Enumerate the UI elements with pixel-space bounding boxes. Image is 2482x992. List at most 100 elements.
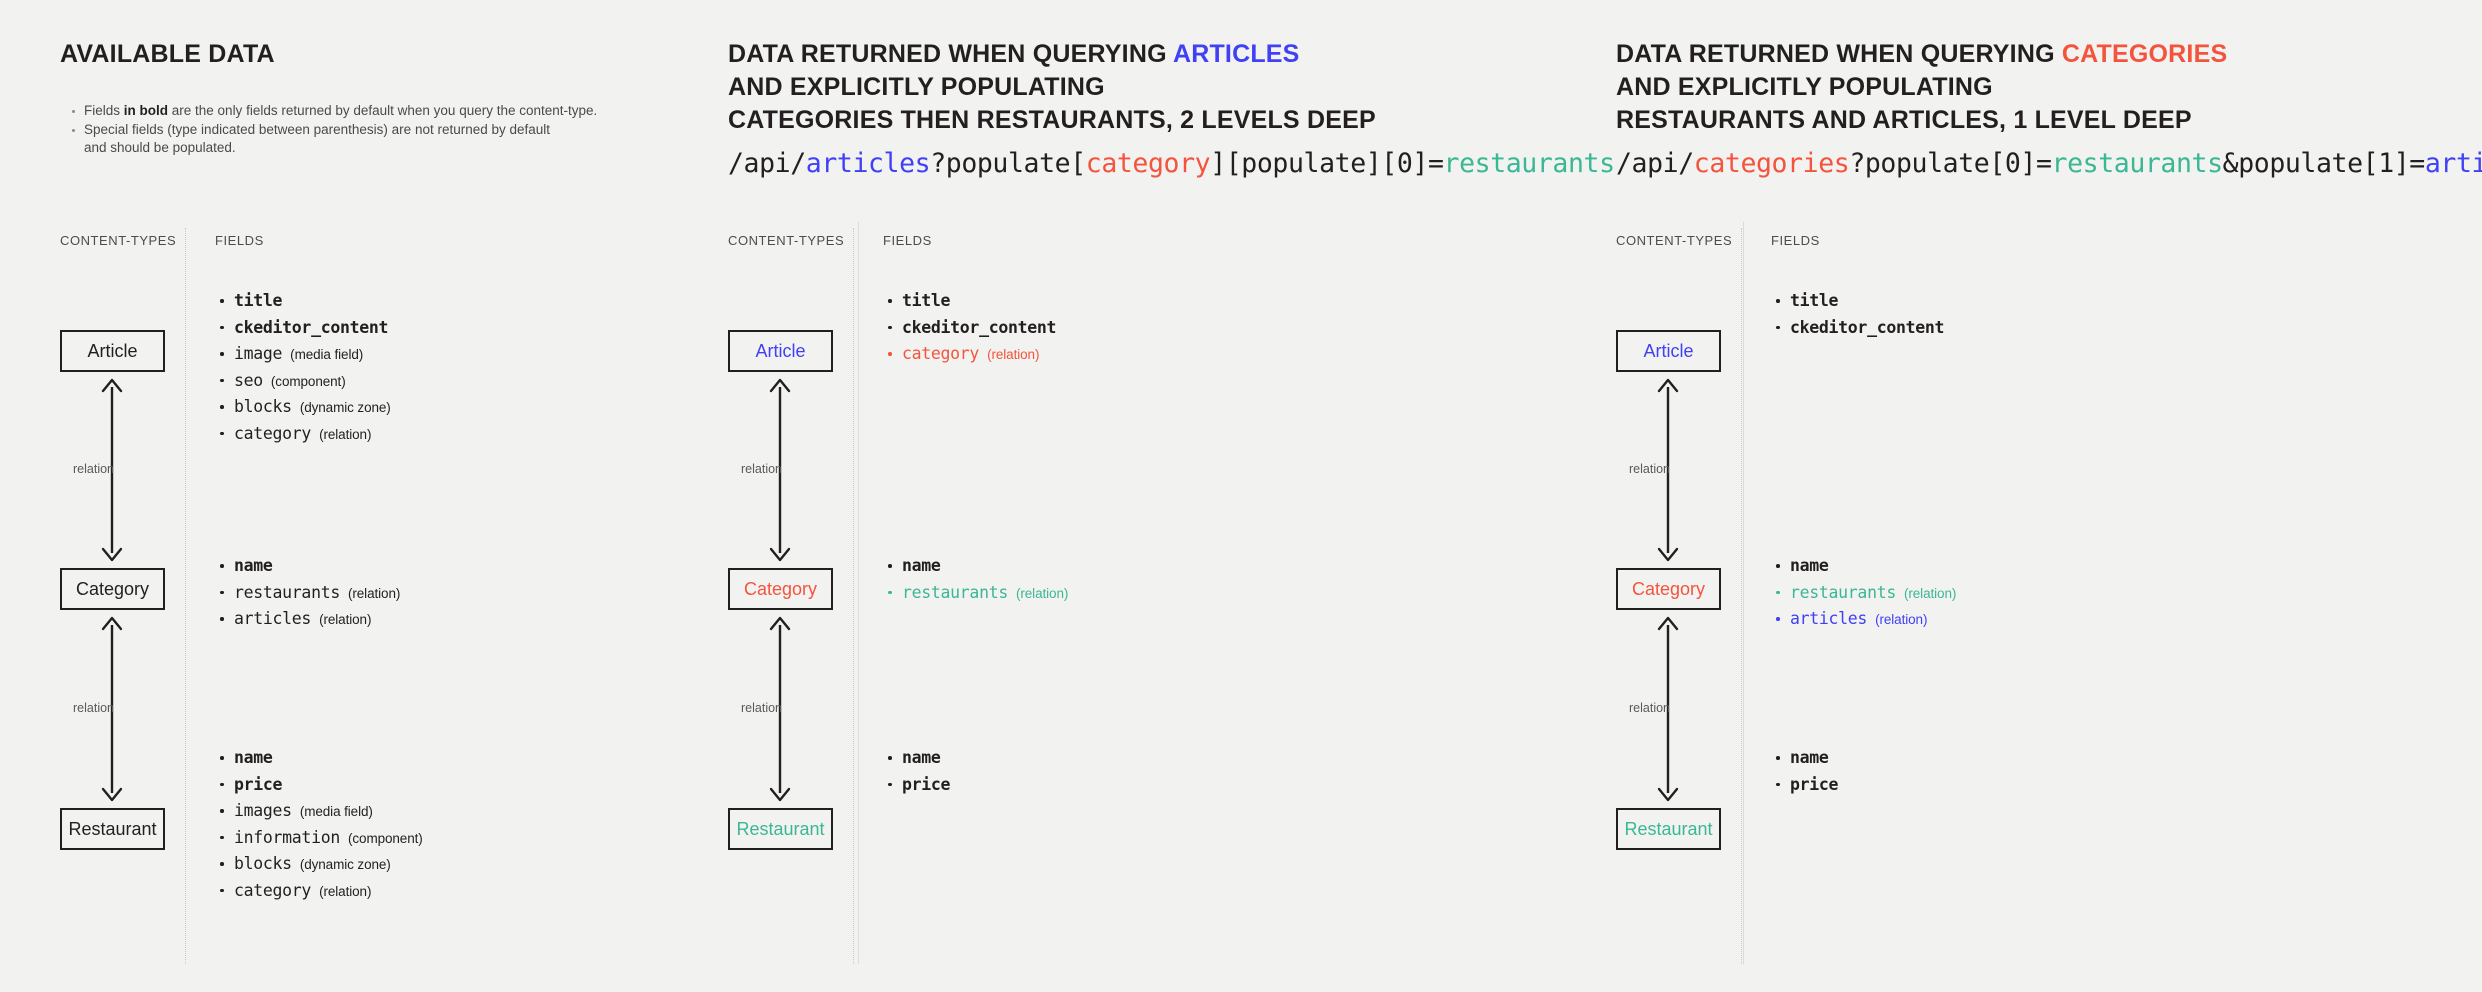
field-group-article: title ckeditor_content xyxy=(1771,288,1944,341)
field-type: (relation) xyxy=(1875,612,1928,627)
panel-title-line3: CATEGORIES THEN RESTAURANTS, 2 LEVELS DE… xyxy=(728,104,1376,137)
field-type: (component) xyxy=(270,373,346,389)
url-segment-4: ][populate][0]= xyxy=(1210,148,1444,179)
field-name: category xyxy=(234,880,312,900)
column-heading-fields: FIELDS xyxy=(1771,233,1820,248)
field-name: category xyxy=(902,344,980,363)
relation-arrow-1 xyxy=(765,378,795,562)
api-url: /api/articles?populate[category][populat… xyxy=(728,148,1615,179)
field-group-restaurant: name price xyxy=(883,745,950,798)
column-heading-fields: FIELDS xyxy=(215,233,264,248)
field-name: title xyxy=(234,291,283,310)
content-type-node-article[interactable]: Article xyxy=(1616,330,1721,372)
field-row: category(relation) xyxy=(215,421,391,448)
content-type-node-category[interactable]: Category xyxy=(60,568,165,610)
field-row: price xyxy=(883,772,950,799)
title-segment-0: CATEGORIES THEN RESTAURANTS, 2 LEVELS DE… xyxy=(728,106,1376,134)
field-type: (relation) xyxy=(987,347,1040,362)
relation-arrow-2 xyxy=(1653,616,1683,802)
content-type-node-category[interactable]: Category xyxy=(728,568,833,610)
field-name: images xyxy=(234,801,292,820)
content-type-node-restaurant[interactable]: Restaurant xyxy=(728,808,833,850)
title-segment-1: ARTICLES xyxy=(1172,40,1300,68)
url-segment-1: articles xyxy=(805,148,931,179)
field-type: (dynamic zone) xyxy=(299,857,391,872)
title-segment-0: RESTAURANTS AND ARTICLES, 1 LEVEL DEEP xyxy=(1616,106,2192,134)
field-row: name xyxy=(883,553,1068,580)
relation-arrow-2 xyxy=(765,616,795,802)
url-segment-1: categories xyxy=(1693,148,1850,179)
field-name: name xyxy=(234,748,273,767)
field-name: ckeditor_content xyxy=(1790,317,1945,337)
content-type-node-restaurant[interactable]: Restaurant xyxy=(60,808,165,850)
field-row: name xyxy=(215,553,400,580)
field-row: category(relation) xyxy=(215,878,423,905)
title-segment-0: AND EXPLICITLY POPULATING xyxy=(728,73,1105,101)
content-type-node-article[interactable]: Article xyxy=(728,330,833,372)
url-segment-5: restaurants xyxy=(1443,148,1616,179)
title-segment-0: DATA RETURNED WHEN QUERYING xyxy=(728,40,1173,68)
field-row: ckeditor_content xyxy=(215,315,391,342)
content-type-node-article[interactable]: Article xyxy=(60,330,165,372)
content-type-node-category[interactable]: Category xyxy=(1616,568,1721,610)
field-row: title xyxy=(1771,288,1944,315)
field-row: restaurants(relation) xyxy=(215,580,400,607)
field-row: articles(relation) xyxy=(215,606,400,633)
field-type: (media field) xyxy=(299,804,373,819)
field-row: category (relation) xyxy=(883,341,1056,368)
panel-title-line2: AND EXPLICITLY POPULATING xyxy=(728,71,1105,104)
field-type: (relation) xyxy=(347,585,401,601)
column-heading-content-types: CONTENT-TYPES xyxy=(1616,233,1733,248)
column-heading-content-types: CONTENT-TYPES xyxy=(728,233,845,248)
url-segment-0: /api/ xyxy=(728,148,806,179)
title-segment-1: CATEGORIES xyxy=(2061,40,2228,68)
title-segment-0: DATA RETURNED WHEN QUERYING xyxy=(1616,40,2062,68)
panel-querying-articles: DATA RETURNED WHEN QUERYING ARTICLES AND … xyxy=(728,0,1615,992)
field-type: (dynamic zone) xyxy=(299,400,391,415)
url-segment-0: /api/ xyxy=(1616,148,1694,179)
field-type: (component) xyxy=(347,830,423,846)
field-row: title xyxy=(215,288,391,315)
field-name: title xyxy=(1790,291,1839,310)
field-row: articles(relation) xyxy=(1771,606,1956,633)
fields-divider xyxy=(185,228,186,964)
field-row: information (component) xyxy=(215,825,423,852)
field-type: (relation) xyxy=(1903,585,1957,601)
relation-arrow-2 xyxy=(97,616,127,802)
panel-separator-2 xyxy=(1743,222,1744,964)
url-segment-5: articles xyxy=(2424,148,2482,179)
field-name: information xyxy=(234,827,340,847)
field-name: price xyxy=(234,774,283,794)
relation-label-1: relation xyxy=(1629,462,1670,476)
relation-arrow-1 xyxy=(1653,378,1683,562)
field-row: images (media field) xyxy=(215,798,423,825)
relation-arrow-1 xyxy=(97,378,127,562)
field-name: name xyxy=(234,556,273,575)
field-name: ckeditor_content xyxy=(234,317,389,337)
field-row: price xyxy=(1771,772,1838,799)
field-name: price xyxy=(902,774,951,794)
field-name: blocks xyxy=(234,854,292,873)
field-row: price xyxy=(215,772,423,799)
content-type-node-restaurant[interactable]: Restaurant xyxy=(1616,808,1721,850)
field-row: blocks (dynamic zone) xyxy=(215,851,423,878)
field-name: name xyxy=(902,748,941,767)
fields-divider xyxy=(1741,228,1742,964)
column-heading-content-types: CONTENT-TYPES xyxy=(60,233,177,248)
bullet-item-1: Special fields (type indicated between p… xyxy=(68,121,628,140)
field-row: seo(component) xyxy=(215,368,391,395)
api-url: /api/categories?populate[0]=restaurants&… xyxy=(1616,148,2482,179)
panel-title-line3: RESTAURANTS AND ARTICLES, 1 LEVEL DEEP xyxy=(1616,104,2192,137)
relation-label-1: relation xyxy=(73,462,114,476)
relation-label-2: relation xyxy=(741,701,782,715)
field-row: blocks(dynamic zone) xyxy=(215,394,391,421)
field-name: price xyxy=(1790,774,1839,794)
panel-title: DATA RETURNED WHEN QUERYING CATEGORIES xyxy=(1616,38,2227,71)
fields-divider xyxy=(853,228,854,964)
url-segment-3: category xyxy=(1085,148,1211,179)
